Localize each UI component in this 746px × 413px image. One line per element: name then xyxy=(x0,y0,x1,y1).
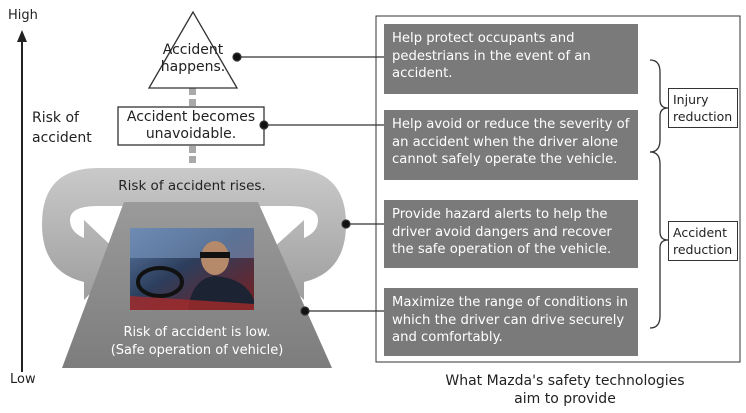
risk-rises-label: Risk of accident rises. xyxy=(118,178,266,194)
technologies-frame xyxy=(375,15,741,363)
injury-reduction-line2: reduction xyxy=(673,109,733,124)
accident-reduction-label: Accident reduction xyxy=(668,221,738,261)
risk-rises-arrow-band xyxy=(42,168,346,300)
caption-line1: What Mazda's safety technologies xyxy=(445,373,685,389)
tech-box-protect: Help protect occupants and pedestrians i… xyxy=(384,24,638,94)
injury-reduction-label: Injury reduction xyxy=(668,88,738,128)
injury-reduction-brace xyxy=(649,59,669,153)
risk-low-label-line2: (Safe operation of vehicle) xyxy=(110,343,284,358)
accident-reduction-line1: Accident xyxy=(673,225,727,240)
axis-low-label: Low xyxy=(10,372,36,387)
axis-high-label: High xyxy=(8,8,38,23)
axis-arrowhead-icon xyxy=(17,30,27,42)
tech-box-hazard-alerts: Provide hazard alerts to help the driver… xyxy=(384,200,638,268)
tech-box-maximize: Maximize the range of conditions in whic… xyxy=(384,288,638,356)
unavoidable-text-line2: unavoidable. xyxy=(145,126,237,142)
injury-reduction-line1: Injury xyxy=(673,92,709,107)
accident-reduction-brace xyxy=(649,151,669,329)
caption-line2: aim to provide xyxy=(514,391,616,407)
connector-lines xyxy=(232,52,384,316)
risk-low-label-line1: Risk of accident is low. xyxy=(123,325,271,340)
unavoidable-text-line1: Accident becomes xyxy=(126,109,256,125)
accident-happens-triangle xyxy=(147,10,239,89)
accident-happens-text-line1: Accident xyxy=(162,42,224,58)
driver-photo xyxy=(130,228,254,310)
accident-happens-text-line2: happens. xyxy=(160,59,226,75)
dashed-connector-top xyxy=(189,88,196,106)
dashed-connector-bottom xyxy=(189,146,196,163)
risk-axis-label-line2: accident xyxy=(32,130,92,146)
accident-reduction-line2: reduction xyxy=(673,242,733,257)
unavoidable-box xyxy=(117,106,265,146)
tech-box-avoid: Help avoid or reduce the severity of an … xyxy=(384,110,638,180)
risk-axis-label-line1: Risk of xyxy=(32,110,79,126)
